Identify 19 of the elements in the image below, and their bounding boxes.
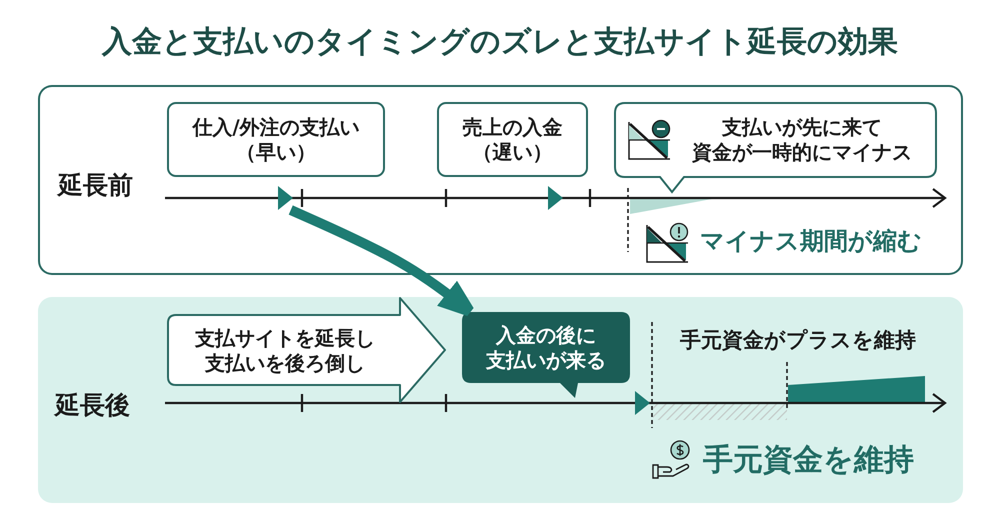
event-text: 仕入/外注の支払い（早い） bbox=[192, 114, 360, 164]
timeline-panel bbox=[38, 85, 963, 275]
event-text: 売上の入金（遅い） bbox=[462, 114, 562, 164]
event-box bbox=[437, 102, 588, 177]
timeline-panel bbox=[38, 297, 963, 503]
arrow-text: 支払サイトを延長し支払いを後ろ倒し bbox=[195, 326, 375, 376]
event-box bbox=[167, 102, 385, 177]
triangle-marker-icon bbox=[278, 186, 293, 210]
block-arrow bbox=[167, 297, 446, 403]
section-heading: 延長後 bbox=[55, 389, 130, 421]
status-note: 手元資金がプラスを維持 bbox=[680, 326, 916, 354]
bubble-text: 支払いが先に来て資金が一時的にマイナス bbox=[692, 114, 912, 164]
speech-bubble bbox=[614, 102, 937, 193]
section-heading: 延長前 bbox=[58, 169, 133, 201]
diagram-title: 入金と支払いのタイミングのズレと支払サイト延長の効果 bbox=[102, 23, 898, 61]
speech-bubble bbox=[462, 312, 630, 398]
effect-note: 手元資金を維持 bbox=[703, 441, 914, 479]
bubble-text: 入金の後に支払いが来る bbox=[486, 322, 606, 372]
effect-note: マイナス期間が縮む bbox=[700, 226, 922, 256]
